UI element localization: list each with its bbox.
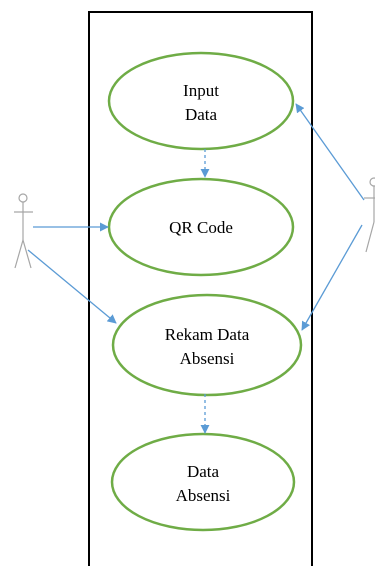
use-case-rekam-data-absensi [111,293,303,397]
use-case-label-rekam-line1: Rekam Data [165,325,250,344]
system-boundary [88,11,313,566]
use-case-label-data-absensi-line2: Absensi [176,486,231,505]
use-case-data-absensi [110,432,296,532]
use-case-qr-code [107,177,295,277]
use-case-label-rekam-line2: Absensi [180,349,235,368]
association-arrow-left-to-rekam [27,249,117,324]
use-case-label-input-data-line1: Input [183,81,219,100]
use-case-label-qr-code: QR Code [169,218,233,237]
actor-right [364,177,375,253]
use-case-label-data-absensi-line1: Data [187,462,220,481]
association-arrow-right-to-rekam [301,224,363,331]
use-case-input-data [107,51,295,151]
actor-left [14,193,33,269]
association-arrow-right-to-input [295,103,365,201]
use-case-label-input-data-line2: Data [185,105,218,124]
